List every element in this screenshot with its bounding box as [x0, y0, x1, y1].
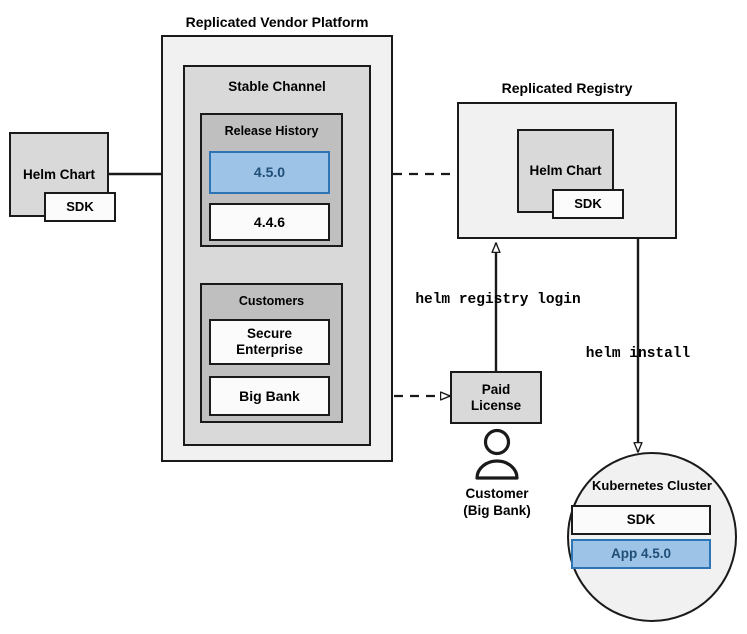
command-helm-registry-login: helm registry login — [415, 292, 581, 308]
stable-channel-label: Stable Channel — [228, 79, 326, 94]
customer-secure-enterprise-line2: Enterprise — [236, 342, 303, 357]
kubernetes-cluster-label: Kubernetes Cluster — [592, 478, 712, 493]
customer-secure-enterprise-line1: Secure — [246, 326, 293, 342]
cluster-app-node[interactable]: App 4.5.0 — [571, 539, 711, 569]
replicated-registry-title: Replicated Registry — [501, 80, 633, 96]
customer-big-bank[interactable]: Big Bank — [209, 376, 330, 416]
sdk-badge-source[interactable]: SDK — [44, 192, 116, 222]
customer-actor-label-line2: (Big Bank) — [463, 503, 531, 518]
paid-license-line2: License — [470, 397, 522, 413]
sdk-badge-registry[interactable]: SDK — [552, 189, 624, 219]
release-version-4-5-0[interactable]: 4.5.0 — [209, 151, 330, 194]
customers-label: Customers — [238, 294, 305, 308]
release-history-label: Release History — [224, 124, 319, 138]
paid-license-line1: Paid — [481, 381, 511, 397]
release-version-4-4-6[interactable]: 4.4.6 — [209, 203, 330, 241]
customer-actor-label-line1: Customer — [465, 486, 529, 501]
vendor-platform-title: Replicated Vendor Platform — [185, 14, 369, 30]
kubernetes-cluster-container — [567, 452, 737, 622]
customer-secure-enterprise[interactable]: Secure Enterprise — [209, 319, 330, 365]
cluster-sdk-node[interactable]: SDK — [571, 505, 711, 535]
paid-license-node[interactable]: Paid License — [450, 371, 542, 424]
command-helm-install: helm install — [585, 346, 691, 362]
person-icon — [475, 428, 519, 480]
